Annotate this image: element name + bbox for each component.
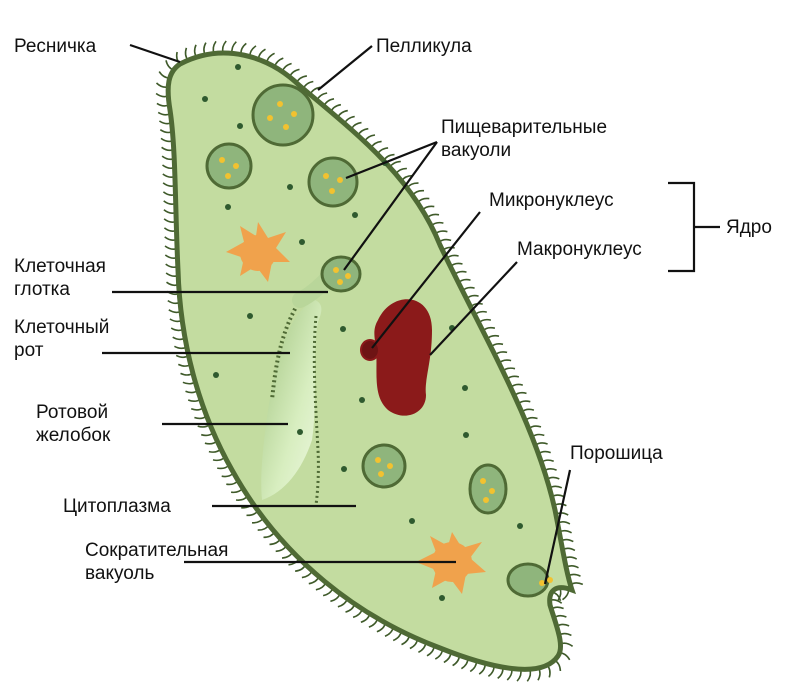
label-cytoplasm: Цитоплазма bbox=[63, 496, 171, 517]
label-oral-groove-line2: желобок bbox=[36, 425, 111, 446]
label-contractile-vacuole-line2: вакуоль bbox=[85, 563, 154, 584]
label-micronucleus: Микронуклеус bbox=[489, 190, 614, 211]
food-vacuole bbox=[468, 463, 508, 515]
label-oral-groove-line1: Ротовой bbox=[36, 402, 108, 423]
food-vacuole bbox=[205, 142, 253, 190]
cell-body bbox=[165, 50, 577, 672]
label-anal-pore: Порошица bbox=[570, 443, 663, 464]
groove-edge bbox=[312, 315, 320, 506]
label-contractile-vacuole-line1: Сократительная bbox=[85, 540, 228, 561]
label-pellicle: Пелликула bbox=[376, 36, 472, 57]
label-food-vacuoles-line2: вакуоли bbox=[441, 140, 511, 161]
label-mouth-line2: рот bbox=[14, 340, 44, 361]
label-mouth-line1: Клеточный bbox=[14, 317, 109, 338]
label-gullet-line2: глотка bbox=[14, 279, 70, 300]
label-gullet-line1: Клеточная bbox=[14, 256, 106, 277]
food-vacuole-near-pore bbox=[506, 562, 553, 598]
contractile-vacuole bbox=[226, 222, 290, 282]
leader-lines bbox=[102, 43, 720, 585]
label-food-vacuoles-line1: Пищеварительные bbox=[441, 117, 607, 138]
food-vacuole bbox=[361, 443, 407, 489]
food-vacuole-forming bbox=[320, 255, 362, 293]
mouth-edge bbox=[270, 298, 302, 401]
macronucleus bbox=[374, 299, 432, 416]
oral-groove bbox=[261, 300, 322, 500]
label-cilium: Ресничка bbox=[14, 36, 97, 57]
food-vacuole bbox=[307, 156, 359, 208]
label-nucleus: Ядро bbox=[726, 217, 772, 238]
label-macronucleus: Макронуклеус bbox=[517, 239, 642, 260]
food-vacuole bbox=[251, 83, 315, 147]
